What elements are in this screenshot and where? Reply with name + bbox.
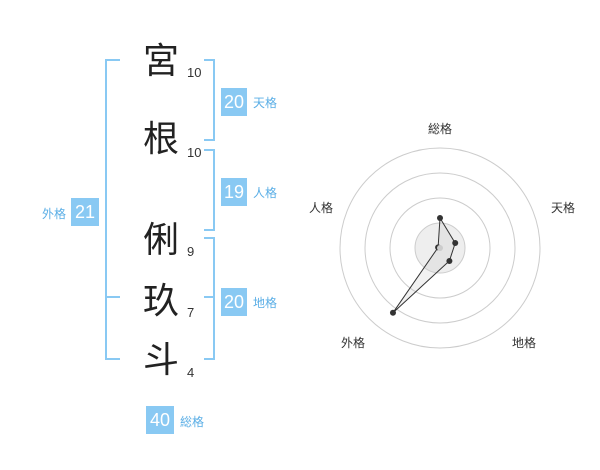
radar-ring-3 xyxy=(364,172,516,324)
tenkaku-bracket xyxy=(204,59,215,141)
chikaku-label: 地格 xyxy=(253,296,278,310)
radar-axis-label-tenkaku: 天格 xyxy=(551,201,576,215)
jinkaku-value: 19 xyxy=(221,178,247,206)
jinkaku-label: 人格 xyxy=(253,186,278,200)
jinkaku-bracket xyxy=(204,149,215,231)
radar-series-polygon xyxy=(392,216,456,314)
radar-chart xyxy=(339,147,541,349)
name-char-3: 俐 xyxy=(142,220,179,261)
radar-center xyxy=(437,245,443,251)
radar-point-0 xyxy=(437,215,443,221)
name-char-5: 斗 xyxy=(142,340,179,381)
outer-bracket xyxy=(105,59,120,360)
radar-point-3 xyxy=(389,309,396,316)
name-char-4: 玖 xyxy=(142,281,179,322)
gaikaku-value: 21 xyxy=(71,198,99,226)
stroke-count-2: 10 xyxy=(187,145,202,160)
name-char-1: 宮 xyxy=(142,41,179,82)
soukaku-label: 総格 xyxy=(180,415,205,429)
chikaku-value: 20 xyxy=(221,288,247,316)
radar-point-2 xyxy=(446,257,453,264)
radar-axis-label-gaikaku: 外格 xyxy=(341,336,366,350)
radar-ring-4 xyxy=(339,147,541,349)
stroke-count-1: 10 xyxy=(187,65,202,80)
name-char-2: 根 xyxy=(142,119,179,160)
gaikaku-label: 外格 xyxy=(42,207,67,221)
stroke-count-3: 9 xyxy=(187,244,195,259)
stroke-count-4: 7 xyxy=(187,305,195,320)
tenkaku-label: 天格 xyxy=(253,96,278,110)
radar-axis-label-chikaku: 地格 xyxy=(512,336,537,350)
radar-point-1 xyxy=(452,240,459,247)
soukaku-value: 40 xyxy=(146,406,174,434)
stroke-count-5: 4 xyxy=(187,365,195,380)
radar-axis-label-jinkaku: 人格 xyxy=(309,201,334,215)
radar-ring-2 xyxy=(389,197,491,299)
radar-axis-label-soukaku: 総格 xyxy=(428,122,453,136)
tenkaku-value: 20 xyxy=(221,88,247,116)
chikaku-bracket xyxy=(204,237,215,360)
